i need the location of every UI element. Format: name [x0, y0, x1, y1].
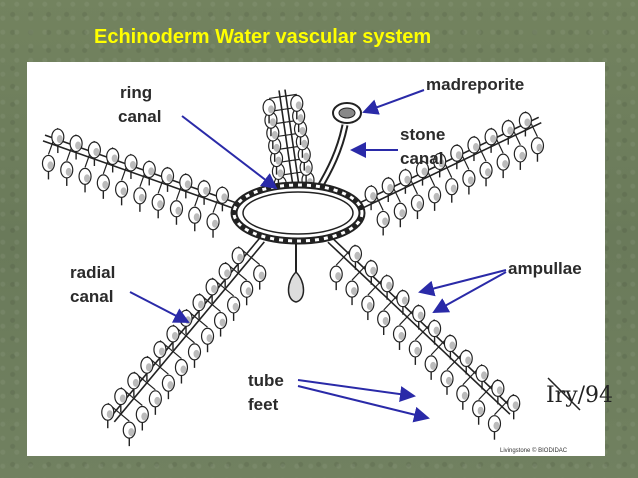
- polian-vesicle: [287, 240, 305, 303]
- radial-arm: [327, 237, 521, 440]
- radial-canal-arrow: [129, 291, 190, 323]
- stone-canal-label-line1: stone: [400, 125, 445, 144]
- tube-feet-label-line2: feet: [248, 395, 279, 414]
- slide-title: Echinoderm Water vascular system: [94, 26, 432, 48]
- tube-feet-label-line1: tube: [248, 371, 284, 390]
- madreporite-arrow: [362, 89, 425, 115]
- radial-arm: [41, 127, 238, 238]
- ampullae-arrow-2: [432, 271, 507, 313]
- credit-text: Livingstone © BIODIDAC: [500, 447, 568, 454]
- tube-feet-arrow-1: [297, 379, 416, 403]
- madreporite: [332, 102, 362, 124]
- ampullae-arrow-1: [418, 269, 507, 297]
- radial-arm: [358, 111, 545, 236]
- tube-feet-arrow-2: [297, 385, 430, 423]
- radial-arms: [41, 89, 545, 447]
- radial-canal-label-line1: radial: [70, 263, 115, 282]
- stone-canal: [314, 124, 349, 192]
- ring-canal: [230, 181, 366, 245]
- radial-arm: [101, 237, 267, 447]
- madreporite-label: madreporite: [426, 75, 524, 94]
- ring-canal-arrow: [181, 115, 278, 190]
- stone-canal-label-line2: canal: [400, 149, 443, 168]
- ring-canal-label-line1: ring: [120, 83, 152, 102]
- ring-canal-label-line2: canal: [118, 107, 161, 126]
- ampullae-label: ampullae: [508, 259, 582, 278]
- radial-canal-label-line2: canal: [70, 287, 113, 306]
- pointer-arrows: [129, 89, 507, 423]
